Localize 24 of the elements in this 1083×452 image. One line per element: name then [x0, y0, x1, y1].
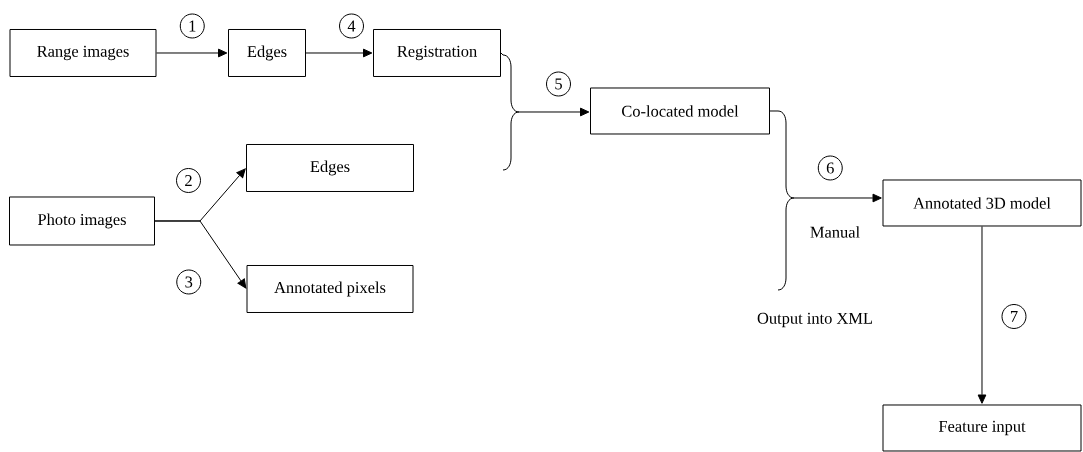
edge-label: 3: [176, 269, 202, 295]
edge-label: 7: [1001, 304, 1027, 329]
arrow: [769, 110, 882, 291]
process-box: Edges: [246, 144, 414, 192]
note: Manual: [810, 226, 860, 238]
process-box: Photo images: [9, 196, 155, 246]
process-box: Feature input: [882, 404, 1082, 452]
arrow: [500, 52, 590, 171]
edge-label: 6: [817, 155, 843, 181]
arrow: [977, 226, 987, 404]
process-box: Annotated pixels: [246, 265, 414, 313]
edge-label: 1: [179, 13, 205, 39]
process-box: Edges: [228, 29, 306, 77]
arrow: [305, 48, 373, 58]
arrow: [156, 48, 228, 58]
edge-label: 4: [339, 13, 364, 39]
note: Output into XML: [757, 312, 872, 328]
process-box: Range images: [9, 29, 157, 77]
arrow: [154, 220, 247, 289]
process-box: Annotated 3D model: [882, 179, 1082, 227]
process-box: Co-located model: [590, 87, 770, 135]
edge-label: 5: [546, 71, 571, 97]
edge-label: 2: [176, 168, 201, 193]
process-box: Registration: [373, 29, 501, 77]
